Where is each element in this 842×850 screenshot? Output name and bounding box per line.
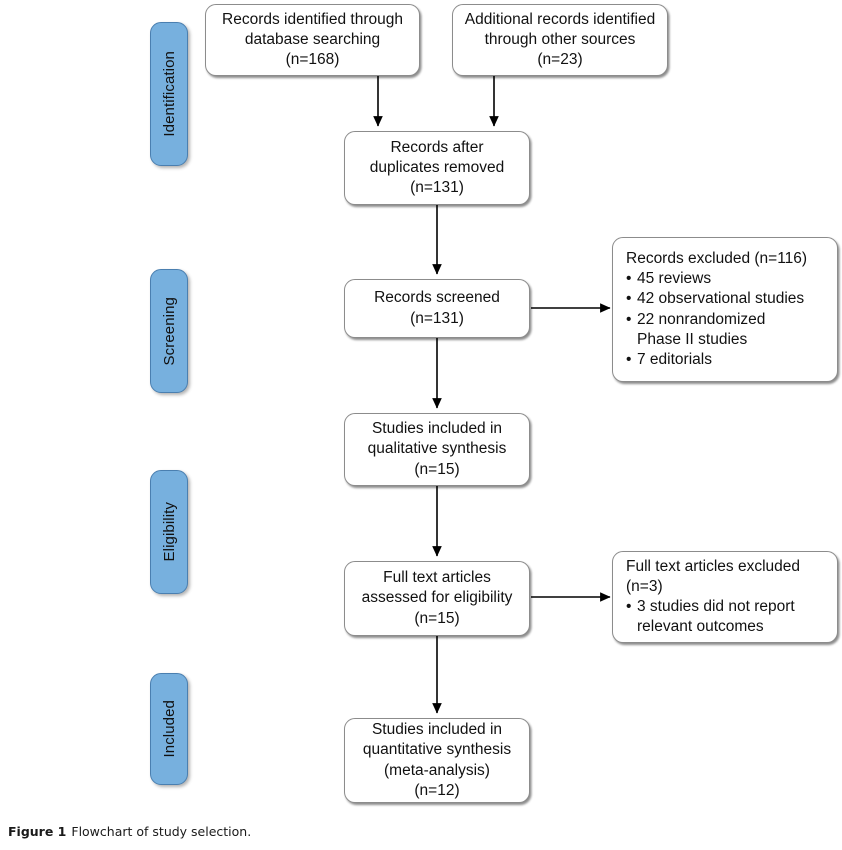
box-line: qualitative synthesis: [367, 440, 507, 458]
figure-caption: Figure 1 Flowchart of study selection.: [8, 824, 251, 839]
box-records-after-duplicates-removed: Records after duplicates removed (n=131): [344, 131, 530, 205]
bullet-icon: •: [626, 598, 632, 615]
box-line: (n=168): [285, 51, 340, 69]
records-excluded-bullet: • 45 reviews: [613, 269, 711, 289]
fulltext-excluded-bullet: • 3 studies did not report: [613, 597, 795, 617]
stage-label-identification: Identification: [160, 51, 178, 137]
stage-label-included: Included: [160, 700, 178, 758]
figure-caption-text: Flowchart of study selection.: [71, 824, 252, 839]
box-records-screened: Records screened (n=131): [344, 279, 530, 338]
records-excluded-bullet: • 22 nonrandomized: [613, 310, 765, 330]
box-line: (n=15): [414, 460, 460, 478]
figure-caption-label: Figure 1: [8, 824, 67, 839]
bullet-icon: •: [626, 290, 632, 308]
box-line: Records screened: [374, 289, 500, 307]
records-excluded-bullet: • 42 observational studies: [613, 289, 804, 309]
bullet-icon: •: [626, 270, 632, 288]
box-line: Full text articles: [383, 569, 491, 587]
stage-label-eligibility: Eligibility: [160, 502, 178, 562]
records-excluded-bullet-continuation: Phase II studies: [637, 330, 748, 348]
stage-bar-eligibility: Eligibility: [150, 470, 188, 594]
box-line: Records after: [390, 138, 484, 156]
bullet-label: 22 nonrandomized: [637, 310, 766, 328]
fulltext-excluded-heading-line2: (n=3): [626, 577, 663, 595]
box-line: duplicates removed: [369, 158, 505, 176]
box-fulltext-assessed-eligibility: Full text articles assessed for eligibil…: [344, 561, 530, 636]
box-studies-quantitative-synthesis: Studies included in quantitative synthes…: [344, 718, 530, 803]
box-line: (n=15): [414, 609, 460, 627]
box-line: database searching: [244, 30, 381, 48]
fulltext-excluded-bullet-continuation: relevant outcomes: [637, 618, 764, 636]
stage-bar-included: Included: [150, 673, 188, 785]
box-line: quantitative synthesis: [362, 741, 512, 759]
bullet-label: 42 observational studies: [637, 290, 805, 308]
box-line: Studies included in: [371, 721, 503, 739]
bullet-label: 45 reviews: [637, 270, 712, 288]
bullet-label: 3 studies did not report: [637, 598, 795, 615]
box-records-identified-database: Records identified through database sear…: [205, 4, 420, 76]
box-fulltext-excluded: Full text articles excluded (n=3) • 3 st…: [612, 551, 838, 643]
box-line: (n=12): [414, 781, 460, 799]
bullet-label: 7 editorials: [637, 350, 712, 368]
box-line: Additional records identified: [464, 10, 656, 28]
records-excluded-heading: Records excluded (n=116): [626, 250, 808, 268]
box-records-excluded: Records excluded (n=116) • 45 reviews • …: [612, 237, 838, 382]
stage-label-screening: Screening: [160, 296, 178, 366]
bullet-icon: •: [626, 350, 632, 368]
box-line: (n=131): [410, 179, 464, 197]
fulltext-excluded-heading-line1: Full text articles excluded: [626, 557, 801, 575]
box-line: (n=23): [537, 51, 583, 69]
box-line: Studies included in: [371, 420, 503, 438]
box-records-identified-other-sources: Additional records identified through ot…: [452, 4, 668, 76]
box-line: (n=131): [410, 309, 464, 327]
box-line: through other sources: [484, 30, 636, 48]
bullet-icon: •: [626, 310, 632, 328]
box-line: Records identified through: [222, 10, 403, 28]
stage-bar-screening: Screening: [150, 269, 188, 393]
records-excluded-bullet: • 7 editorials: [613, 350, 712, 370]
box-line: (meta-analysis): [384, 761, 490, 779]
box-line: assessed for eligibility: [361, 589, 513, 607]
box-studies-qualitative-synthesis: Studies included in qualitative synthesi…: [344, 413, 530, 486]
stage-bar-identification: Identification: [150, 22, 188, 166]
